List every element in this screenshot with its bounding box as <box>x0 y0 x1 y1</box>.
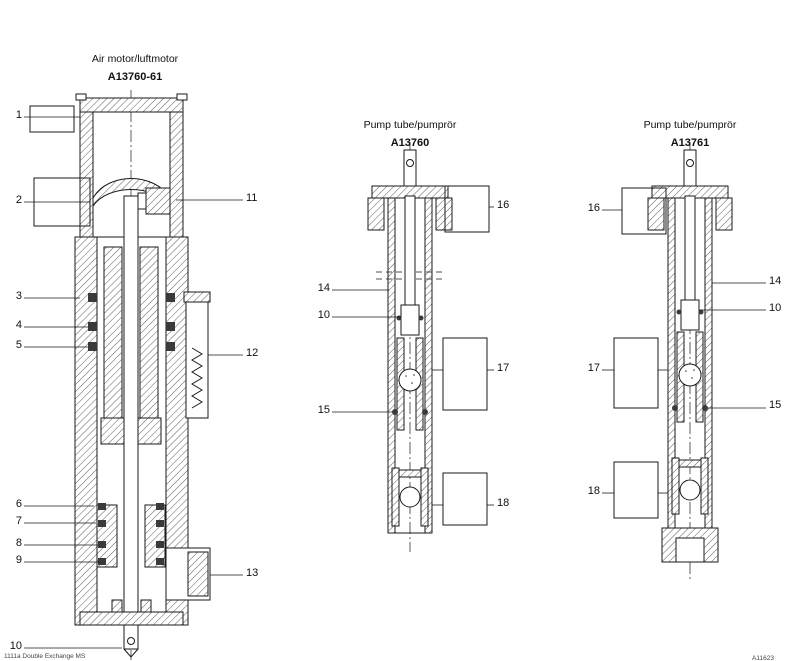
am-callout-5: 5 <box>15 339 22 351</box>
footer-left-mark: 1111a Double Exchange MS <box>4 653 86 660</box>
kit-box-part-1 <box>29 105 75 133</box>
am-callout-3: 3 <box>15 290 22 302</box>
pt60-callout-15: 15 <box>317 404 330 416</box>
am-callout-12: 12 <box>246 347 259 359</box>
footer-right-mark: A11623 <box>752 655 774 661</box>
am-callout-1: 1 <box>15 109 22 121</box>
pt60-callout-17: 17 <box>497 362 510 374</box>
kit-box-part-16 <box>444 185 490 233</box>
pt61-callout-14: 14 <box>769 275 782 287</box>
am-callout-11: 11 <box>246 192 258 204</box>
air-motor-code: A13760-61 <box>107 71 163 83</box>
pump-a13760-leader-lines <box>332 206 494 506</box>
pt61-callout-17: 17 <box>587 362 600 374</box>
am-callout-7: 7 <box>15 515 22 527</box>
pump-tube-a13761-drawing <box>613 142 733 580</box>
pump-a13761-code: A13761 <box>670 137 710 149</box>
pump-a13760-title: Pump tube/pumprör <box>363 119 457 131</box>
pt60-callout-10: 10 <box>317 309 330 321</box>
am-callout-2: 2 <box>15 194 22 206</box>
pump-a13761-leader-lines <box>602 209 766 494</box>
am-callout-6: 6 <box>15 498 22 510</box>
pt60-callout-16: 16 <box>497 199 510 211</box>
pt60-callout-14: 14 <box>317 282 330 294</box>
kit-box-part-17 <box>442 337 488 411</box>
kit-box-part-18 <box>613 461 659 519</box>
am-callout-10: 10 <box>9 640 22 652</box>
am-callout-8: 8 <box>15 537 22 549</box>
pump-tube-a13760-drawing <box>367 142 490 552</box>
am-callout-9: 9 <box>15 554 22 566</box>
air-motor-drawing <box>29 90 211 660</box>
kit-box-part-16 <box>621 187 667 235</box>
pump-a13761-title: Pump tube/pumprör <box>643 119 737 131</box>
pt60-callout-18: 18 <box>497 497 510 509</box>
pt61-callout-18: 18 <box>587 485 600 497</box>
am-callout-4: 4 <box>15 319 22 331</box>
pt61-callout-16: 16 <box>587 202 600 214</box>
pt61-callout-15: 15 <box>769 399 782 411</box>
pt61-callout-10: 10 <box>769 302 782 314</box>
air-motor-leader-lines <box>24 116 243 649</box>
air-motor-title: Air motor/luftmotor <box>91 53 179 65</box>
pump-a13760-code: A13760 <box>390 137 430 149</box>
kit-box-part-17 <box>613 337 659 409</box>
am-callout-13: 13 <box>246 567 259 579</box>
kit-box-part-18 <box>442 472 488 526</box>
